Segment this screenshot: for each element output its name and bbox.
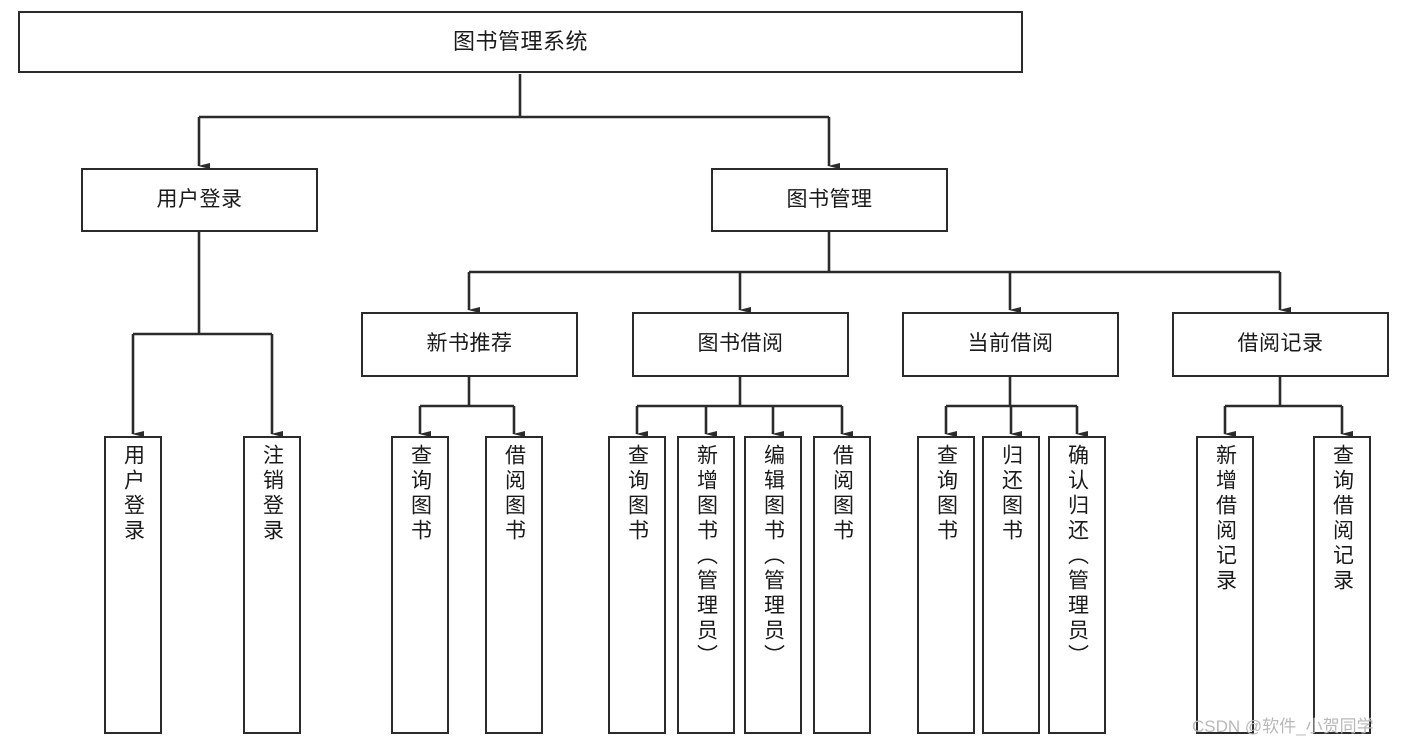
node-label: 查询图书: [408, 444, 432, 544]
node-label: 用户登录: [156, 187, 243, 211]
node-leaf-user-login[interactable]: 用户登录: [104, 436, 162, 734]
node-leaf-query-book-borrow[interactable]: 查询图书: [608, 436, 666, 734]
node-leaf-add-book[interactable]: 新增图书（管理员）: [677, 436, 735, 734]
node-leaf-borrow-book-recommend[interactable]: 借阅图书: [485, 436, 543, 734]
node-label: 图书借阅: [697, 332, 784, 356]
node-label: 编辑图书（管理员）: [761, 444, 785, 669]
node-label: 借阅记录: [1237, 332, 1324, 356]
node-leaf-add-borrow-record[interactable]: 新增借阅记录: [1196, 436, 1254, 734]
node-label: 图书管理: [786, 187, 873, 211]
node-label: 当前借阅: [967, 332, 1054, 356]
node-leaf-return-book[interactable]: 归还图书: [982, 436, 1040, 734]
node-label: 注销登录: [260, 444, 284, 544]
node-new-book-recommend[interactable]: 新书推荐: [361, 312, 578, 377]
node-label: 图书管理系统: [452, 29, 588, 55]
node-label: 新书推荐: [426, 332, 513, 356]
node-label: 新增图书（管理员）: [694, 444, 718, 669]
node-book-borrow[interactable]: 图书借阅: [632, 312, 849, 377]
node-borrow-record[interactable]: 借阅记录: [1172, 312, 1389, 377]
node-leaf-logout[interactable]: 注销登录: [243, 436, 301, 734]
node-label: 借阅图书: [502, 444, 526, 544]
node-user-login[interactable]: 用户登录: [81, 168, 318, 232]
node-book-manage[interactable]: 图书管理: [711, 168, 948, 232]
node-label: 查询借阅记录: [1330, 444, 1354, 594]
node-leaf-edit-book[interactable]: 编辑图书（管理员）: [744, 436, 802, 734]
node-root-book-management-system[interactable]: 图书管理系统: [18, 11, 1023, 73]
node-label: 新增借阅记录: [1213, 444, 1237, 594]
csdn-watermark: CSDN @软件_小贺同学: [1192, 717, 1374, 736]
node-leaf-query-borrow-record[interactable]: 查询借阅记录: [1313, 436, 1371, 734]
node-current-borrow[interactable]: 当前借阅: [902, 312, 1119, 377]
node-label: 查询图书: [934, 444, 958, 544]
node-label: 用户登录: [121, 444, 145, 544]
node-leaf-confirm-return[interactable]: 确认归还（管理员）: [1048, 436, 1106, 734]
node-leaf-borrow-book[interactable]: 借阅图书: [813, 436, 871, 734]
node-label: 查询图书: [625, 444, 649, 544]
node-label: 借阅图书: [830, 444, 854, 544]
node-label: 归还图书: [999, 444, 1023, 544]
node-label: 确认归还（管理员）: [1065, 444, 1089, 669]
node-leaf-query-book-current[interactable]: 查询图书: [917, 436, 975, 734]
node-leaf-query-book-recommend[interactable]: 查询图书: [391, 436, 449, 734]
